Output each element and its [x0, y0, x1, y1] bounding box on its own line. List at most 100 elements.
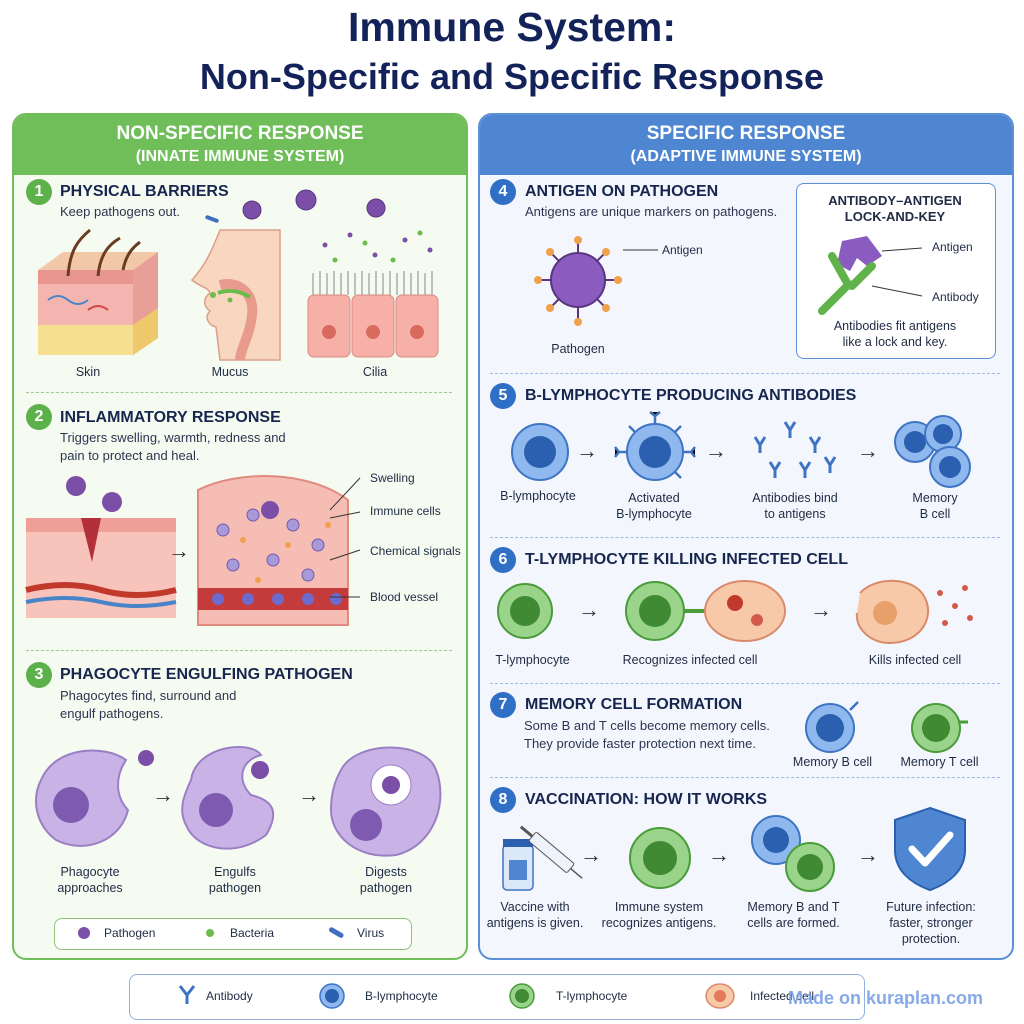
- section-number: 1: [26, 179, 52, 205]
- section-title-vaccination: VACCINATION: HOW IT WORKS: [525, 791, 768, 808]
- section-title-memory: MEMORY CELL FORMATION: [525, 696, 743, 713]
- cilia-illustration: [307, 230, 439, 358]
- section-divider: [490, 373, 1000, 374]
- legend-pathogen: Pathogen: [104, 926, 156, 940]
- section-divider: [490, 777, 1000, 778]
- specific-heading: SPECIFIC RESPONSE: [646, 123, 846, 144]
- left-legend: [54, 918, 412, 950]
- section-divider: [26, 392, 452, 393]
- antibody-icon: [178, 985, 196, 1004]
- memory-t-cell-caption: Memory T cell: [900, 755, 979, 769]
- shield-check-icon: [894, 806, 966, 892]
- arrow-icon: →: [580, 842, 602, 867]
- section-number: 4: [490, 179, 516, 205]
- legend-bacteria: Bacteria: [230, 926, 275, 940]
- chemical-signals-label: Chemical signals: [370, 544, 461, 558]
- section-title-inflammatory: INFLAMMATORY RESPONSE: [60, 409, 281, 426]
- section-title-physical-barriers: PHYSICAL BARRIERS: [60, 183, 229, 200]
- arrow-icon: →: [168, 538, 190, 563]
- pathogen-caption: Pathogen: [551, 342, 605, 356]
- inflamed-tissue-illustration: [197, 475, 349, 626]
- page-subtitle: Non-Specific and Specific Response: [199, 56, 825, 97]
- legend-infected-cell: Infected cell: [750, 989, 815, 1003]
- mucus-illustration: [190, 215, 281, 361]
- non-specific-heading: NON-SPECIFIC RESPONSE: [116, 123, 364, 144]
- arrow-icon: →: [578, 597, 600, 622]
- section-title-antigen: ANTIGEN ON PATHOGEN: [525, 183, 719, 200]
- t-lymphocyte-sequence-illustration: [497, 579, 973, 645]
- b-lymphocyte-sequence-illustration: [511, 411, 971, 488]
- phagocyte-sequence-illustration: [35, 746, 442, 857]
- arrow-icon: →: [857, 438, 879, 463]
- section-title-phagocyte: PHAGOCYTE ENGULFING PATHOGEN: [60, 666, 353, 683]
- specific-header: SPECIFIC RESPONSE (ADAPTIVE IMMUNE SYSTE…: [480, 115, 1012, 175]
- memory-b-and-t-cells-icon: [751, 815, 835, 892]
- section-divider: [490, 683, 1000, 684]
- section-desc: Some B and T cells become memory cells.: [524, 718, 770, 733]
- skin-illustration: [38, 228, 158, 355]
- arrow-icon: →: [152, 782, 174, 807]
- lock-and-key-box: [796, 183, 996, 359]
- page-title: Immune System:: [347, 4, 677, 50]
- t-lymphocyte-caption: T-lymphocyte: [495, 653, 570, 667]
- vaccine-syringe-icon: [502, 825, 583, 891]
- section-desc: engulf pathogens.: [60, 706, 164, 721]
- recognizes-caption: Recognizes infected cell: [622, 653, 758, 667]
- section-desc: Phagocytes find, surround and: [60, 688, 237, 703]
- t-lymphocyte-icon: [509, 983, 535, 1009]
- legend-virus: Virus: [357, 926, 385, 940]
- non-specific-subheading: (INNATE IMMUNE SYSTEM): [135, 148, 345, 165]
- specific-subheading: (ADAPTIVE IMMUNE SYSTEM): [630, 148, 862, 165]
- legend-t-lymphocyte: T-lymphocyte: [556, 989, 628, 1003]
- bottom-legend: [129, 974, 865, 1020]
- section-number: 3: [26, 662, 52, 688]
- section-number: 6: [490, 547, 516, 573]
- immune-cells-label: Immune cells: [370, 504, 441, 518]
- arrow-icon: →: [298, 782, 320, 807]
- pathogen-icon: [78, 927, 90, 939]
- skin-caption: Skin: [75, 365, 101, 379]
- lock-antigen-label: Antigen: [932, 240, 973, 254]
- section-desc: They provide faster protection next time…: [524, 736, 756, 751]
- antigen-label: Antigen: [662, 243, 703, 257]
- antibody-antigen-icon: [818, 236, 923, 315]
- arrow-icon: →: [705, 438, 727, 463]
- pathogen-icon: [242, 189, 386, 220]
- b-lymphocyte-caption: B-lymphocyte: [500, 489, 576, 503]
- immune-cell-icon: [629, 827, 691, 889]
- b-lymphocyte-icon: [319, 983, 345, 1009]
- cilia-caption: Cilia: [362, 365, 388, 379]
- legend-b-lymphocyte: B-lymphocyte: [365, 989, 438, 1003]
- arrow-icon: →: [857, 842, 879, 867]
- watermark: Made on kuraplan.com: [788, 988, 984, 1008]
- section-divider: [26, 650, 452, 651]
- section-divider: [490, 537, 1000, 538]
- section-desc: Keep pathogens out.: [60, 204, 180, 219]
- virus-icon: [328, 927, 344, 938]
- infected-cell-icon: [705, 983, 735, 1009]
- section-number: 7: [490, 692, 516, 718]
- bacteria-icon: [206, 929, 214, 937]
- section-desc: Antigens are unique markers on pathogens…: [525, 204, 778, 219]
- section-number: 5: [490, 383, 516, 409]
- section-number: 8: [490, 787, 516, 813]
- memory-cells-illustration: [805, 701, 968, 753]
- blood-vessel-label: Blood vessel: [370, 590, 439, 604]
- section-number: 2: [26, 404, 52, 430]
- section-desc: pain to protect and heal.: [60, 448, 200, 463]
- arrow-icon: →: [576, 438, 598, 463]
- section-desc: Triggers swelling, warmth, redness and: [60, 430, 286, 445]
- mucus-caption: Mucus: [211, 365, 249, 379]
- label-leader-lines: [329, 477, 361, 598]
- memory-b-cell-caption: Memory B cell: [792, 755, 873, 769]
